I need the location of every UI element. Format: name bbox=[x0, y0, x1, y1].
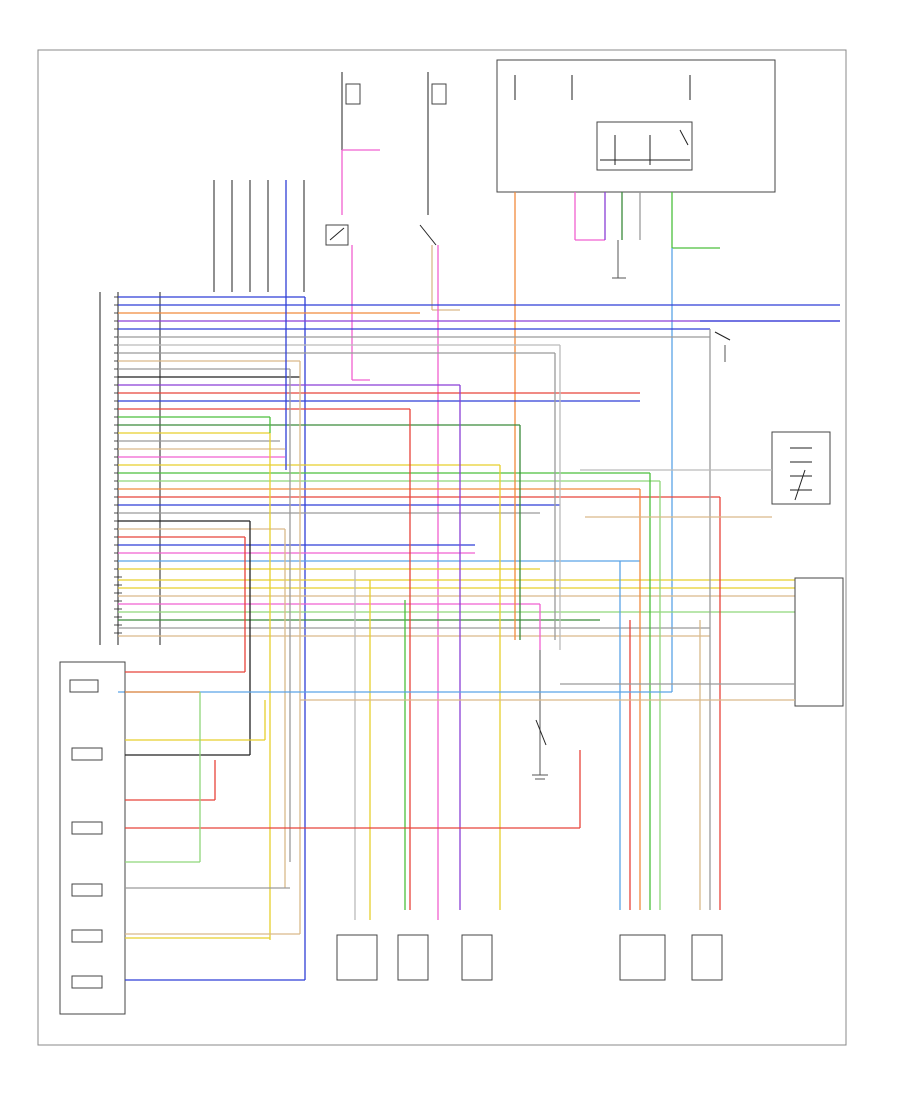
tps-box bbox=[397, 934, 429, 981]
hot-run-fuse bbox=[341, 72, 361, 150]
vss-box bbox=[336, 934, 378, 981]
mlps-box bbox=[691, 934, 723, 981]
data-link-box bbox=[794, 577, 844, 707]
diagram-frame bbox=[37, 49, 847, 1046]
tft-sensor bbox=[71, 747, 103, 761]
coast-clutch bbox=[71, 975, 103, 989]
hot-at-all-fuse bbox=[427, 72, 447, 130]
solenoid-b bbox=[71, 929, 103, 943]
tr-sensor-box bbox=[771, 431, 831, 505]
epc-solenoid bbox=[69, 679, 99, 693]
solenoid-a bbox=[71, 883, 103, 897]
tcc-solenoid bbox=[71, 821, 103, 835]
power-relay-box bbox=[496, 59, 776, 193]
iac-box bbox=[461, 934, 493, 981]
brake-switch-box bbox=[325, 224, 349, 246]
transmission-box bbox=[59, 661, 126, 1015]
ect-box bbox=[619, 934, 666, 981]
